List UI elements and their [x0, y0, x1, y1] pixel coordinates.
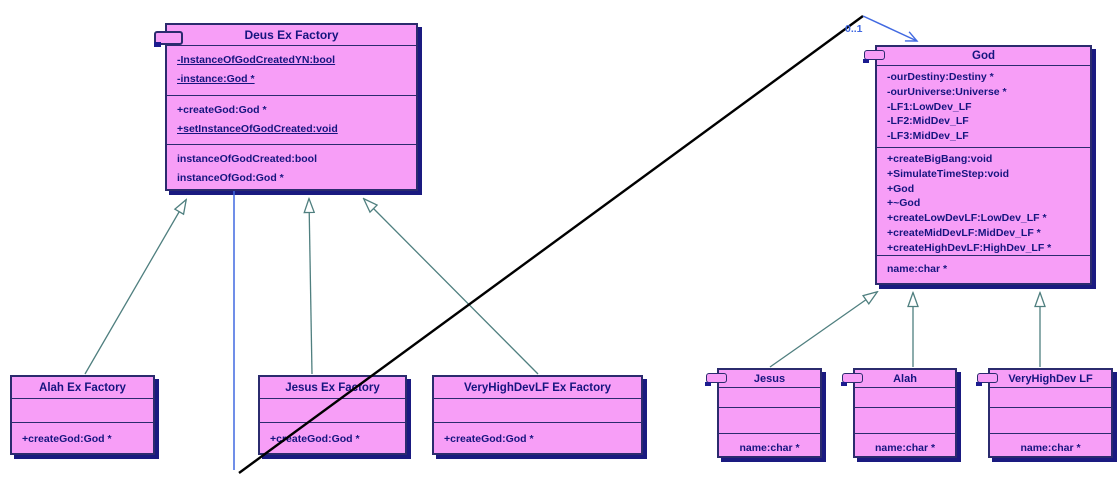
class-stereotype-icon — [705, 373, 727, 386]
generalization-arrow-jesus[interactable] — [769, 292, 877, 368]
class-compartment: name:char * — [855, 433, 955, 460]
member-row: -LF1:LowDev_LF — [887, 100, 972, 113]
class-sections: name:char * — [990, 387, 1111, 460]
member-row: name:char * — [739, 442, 800, 454]
member-row: -LF2:MidDev_LF — [887, 115, 969, 128]
generalization-arrow-alah-ex-factory[interactable] — [84, 200, 186, 375]
member-row: -ourUniverse:Universe * — [887, 85, 1007, 98]
member-row: +createHighDevLF:HighDev_LF * — [887, 241, 1052, 254]
class-title: Alah — [893, 373, 917, 385]
class-compartment: +createBigBang:void +SimulateTimeStep:voi… — [877, 147, 1090, 255]
class-title: VeryHighDev LF — [1008, 373, 1093, 385]
class-compartment — [12, 398, 153, 422]
class-compartment: +createGod:God * +setInstanceOfGodCreated… — [167, 95, 416, 144]
class-stereotype-icon — [841, 373, 863, 386]
class-box-deus-ex-factory[interactable]: Deus Ex Factory -InstanceOfGodCreatedYN:… — [154, 23, 418, 193]
generalization-arrow-veryhighdevlf-ex-factory[interactable] — [364, 199, 539, 375]
member-row: +createGod:God * — [444, 433, 534, 445]
class-compartment: -ourDestiny:Destiny * -ourUniverse:Univer… — [877, 65, 1090, 147]
class-sections: name:char * — [855, 387, 955, 460]
member-row: +SimulateTimeStep:void — [887, 167, 1010, 180]
class-compartment: name:char * — [719, 433, 820, 460]
class-compartment — [855, 387, 955, 407]
class-compartment: +createGod:God * — [434, 422, 641, 455]
class-title: Jesus — [753, 373, 786, 385]
class-title: Jesus Ex Factory — [285, 382, 380, 394]
class-box-god[interactable]: God -ourDestiny:Destiny * -ourUniverse:Un… — [863, 45, 1092, 287]
class-compartment: name:char * — [877, 255, 1090, 287]
class-box-jesus-ex-factory[interactable]: Jesus Ex Factory +createGod:God * — [258, 375, 407, 455]
class-title: Deus Ex Factory — [244, 28, 339, 42]
class-sections: -ourDestiny:Destiny * -ourUniverse:Univer… — [877, 65, 1090, 287]
member-row: +createGod:God * — [177, 104, 267, 116]
member-row: name:char * — [1020, 442, 1081, 454]
class-compartment — [990, 407, 1111, 433]
class-compartment: name:char * — [990, 433, 1111, 460]
class-stereotype-icon — [976, 373, 998, 386]
class-box-veryhighdev-lf[interactable]: VeryHighDev LF name:char * — [976, 368, 1113, 460]
class-compartment: -InstanceOfGodCreatedYN:bool -instance:Go… — [167, 45, 416, 95]
member-row: -LF3:MidDev_LF — [887, 130, 969, 143]
class-title: Alah Ex Factory — [39, 382, 126, 394]
member-row: instanceOfGod:God * — [177, 172, 284, 184]
class-sections: -InstanceOfGodCreatedYN:bool -instance:Go… — [167, 45, 416, 193]
class-compartment: +createGod:God * — [260, 422, 405, 455]
class-compartment — [260, 398, 405, 422]
member-row: +createBigBang:void — [887, 153, 993, 165]
class-box-alah[interactable]: Alah name:char * — [841, 368, 957, 460]
member-row: +setInstanceOfGodCreated:void — [177, 123, 338, 135]
class-stereotype-icon — [863, 50, 885, 63]
class-sections: +createGod:God * — [434, 398, 641, 455]
class-compartment — [855, 407, 955, 433]
class-compartment: +createGod:God * — [12, 422, 153, 455]
member-row: +~God — [887, 197, 921, 210]
class-box-jesus[interactable]: Jesus name:char * — [705, 368, 822, 460]
class-title: God — [972, 50, 995, 62]
class-compartment: instanceOfGodCreated:bool instanceOfGod:G… — [167, 144, 416, 193]
class-compartment — [719, 407, 820, 433]
member-row: -ourDestiny:Destiny * — [887, 71, 994, 83]
multiplicity-label[interactable]: 0..1 — [845, 23, 863, 35]
class-stereotype-icon — [154, 31, 183, 47]
member-row: instanceOfGodCreated:bool — [177, 153, 318, 165]
member-row: +createGod:God * — [22, 433, 112, 445]
class-box-veryhighdevlf-ex-factory[interactable]: VeryHighDevLF Ex Factory +createGod:God … — [432, 375, 643, 455]
association-arrow-to-god[interactable] — [862, 15, 919, 42]
class-compartment — [719, 387, 820, 407]
member-row: +createLowDevLF:LowDev_LF * — [887, 212, 1047, 225]
class-compartment — [990, 387, 1111, 407]
class-sections: +createGod:God * — [12, 398, 153, 455]
member-row: +createMidDevLF:MidDev_LF * — [887, 226, 1041, 239]
member-row: -InstanceOfGodCreatedYN:bool — [177, 54, 336, 66]
member-row: -instance:God * — [177, 73, 255, 85]
class-box-alah-ex-factory[interactable]: Alah Ex Factory +createGod:God * — [10, 375, 155, 455]
class-compartment — [434, 398, 641, 422]
class-sections: +createGod:God * — [260, 398, 405, 455]
class-title: VeryHighDevLF Ex Factory — [464, 382, 611, 394]
member-row: +God — [887, 182, 915, 195]
generalization-arrow-jesus-ex-factory[interactable] — [309, 199, 312, 375]
member-row: name:char * — [887, 263, 948, 275]
class-sections: name:char * — [719, 387, 820, 460]
member-row: +createGod:God * — [270, 433, 360, 445]
member-row: name:char * — [874, 442, 936, 454]
